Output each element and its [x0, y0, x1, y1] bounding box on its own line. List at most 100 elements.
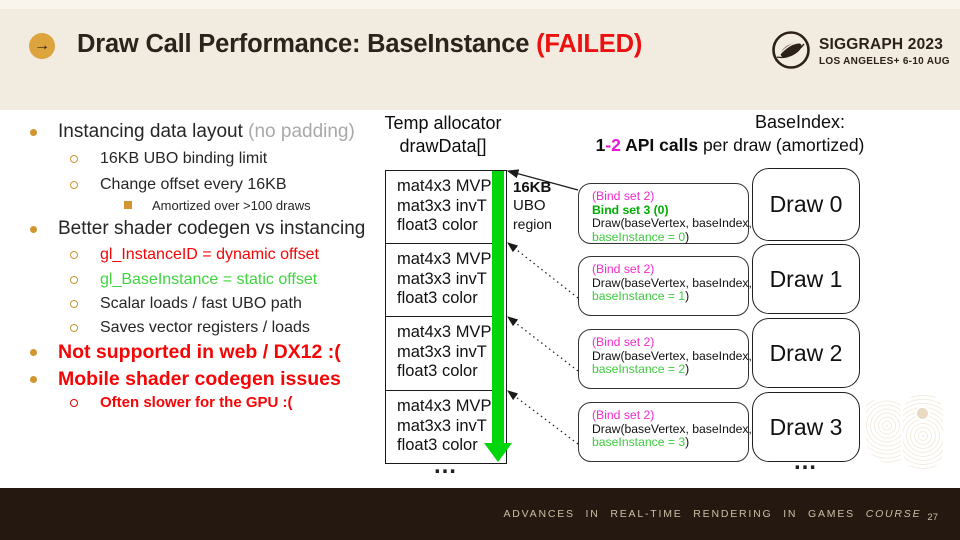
- row-line: float3 color: [397, 362, 478, 380]
- temp-allocator-heading: Temp allocator drawData[]: [368, 112, 518, 158]
- list-item-text: Saves vector registers / loads: [100, 319, 310, 336]
- siggraph-logo: SIGGRAPH 2023 LOS ANGELES+ 6-10 AUG: [771, 30, 950, 70]
- bind-set2-line: (Bind set 2): [592, 335, 655, 349]
- watermark-shape-left: [866, 400, 901, 464]
- draw-box-label: Draw 3: [769, 413, 843, 440]
- bullet-icon: [70, 181, 78, 189]
- row-line: mat3x3 invT: [397, 416, 487, 435]
- draw-box-label: Draw 2: [769, 339, 843, 366]
- bind-set2-line: (Bind set 2): [592, 262, 655, 276]
- row-line: mat3x3 invT: [397, 342, 487, 361]
- arrow-dotted-draw2: [507, 316, 579, 372]
- call-box-3: (Bind set 2) Draw(baseVertex, baseIndex,…: [578, 402, 752, 462]
- list-item-instancing-data-layout: Instancing data layout (no padding): [30, 121, 355, 143]
- draw-box-label: Draw 0: [769, 191, 843, 217]
- paren-close: ): [685, 229, 690, 244]
- list-item-gl-baseinstance: gl_BaseInstance = static offset: [70, 271, 317, 289]
- call-box-2: (Bind set 2) Draw(baseVertex, baseIndex,…: [578, 329, 752, 389]
- table-row: mat4x3 MVP mat3x3 invT float3 color: [386, 317, 492, 391]
- arrow-dotted-draw1: [507, 242, 579, 299]
- baseinstance-line: baseInstance = 3: [592, 435, 686, 450]
- anniversary-watermark: [866, 393, 944, 471]
- watermark-shape-right: [903, 393, 943, 471]
- bullet-icon: [30, 349, 37, 356]
- draw-call-line: Draw(baseVertex, baseIndex,: [592, 348, 752, 363]
- heading-line2: drawData[]: [399, 136, 487, 156]
- row-line: mat3x3 invT: [397, 196, 487, 215]
- draw-box-label: Draw 1: [769, 265, 843, 292]
- draw-box-3: Draw 3: [752, 392, 860, 462]
- page-number: 27: [927, 512, 938, 523]
- list-item-scalar-loads: Scalar loads / fast UBO path: [70, 295, 302, 313]
- title-failed: (FAILED): [529, 30, 643, 58]
- row-line: float3 color: [397, 216, 478, 234]
- header-top-strip: [0, 0, 960, 9]
- bullet-icon: [70, 276, 78, 284]
- list-item-text: Change offset every 16KB: [100, 176, 287, 193]
- draw-call-line: Draw(baseVertex, baseIndex,: [592, 216, 752, 231]
- row-line: mat3x3 invT: [397, 269, 487, 288]
- draw-call-line: Draw(baseVertex, baseIndex,: [592, 275, 752, 290]
- list-item-text: gl_InstanceID = dynamic offset: [100, 246, 319, 263]
- list-item-mobile-codegen: Mobile shader codegen issues: [30, 368, 341, 391]
- bullet-icon: [70, 251, 78, 259]
- row-line: mat4x3 MVP: [397, 177, 492, 195]
- call-box-1: (Bind set 2) Draw(baseVertex, baseIndex,…: [578, 256, 752, 316]
- list-item-change-offset: Change offset every 16KB: [70, 176, 287, 194]
- list-item-often-slower: Often slower for the GPU :(: [70, 394, 293, 411]
- watermark-swirl-icon: [915, 406, 930, 421]
- baseinstance-line: baseInstance = 2: [592, 362, 686, 377]
- list-item-text: Amortized over >100 draws: [152, 198, 311, 213]
- arrow-dotted-draw3: [507, 390, 579, 445]
- paren-close: ): [685, 289, 690, 304]
- ubo-region-arrowhead-icon: [484, 443, 512, 462]
- heading-api-calls: API calls: [620, 135, 699, 155]
- arrow-glyph: →: [34, 37, 50, 54]
- ubo-label-line: 16KB: [513, 179, 552, 196]
- baseinstance-line: baseInstance = 1: [592, 289, 686, 304]
- row-line: float3 color: [397, 436, 478, 454]
- list-item-text: gl_BaseInstance = static offset: [100, 271, 318, 288]
- row-line: mat4x3 MVP: [397, 250, 492, 268]
- list-item-16kb-ubo-limit: 16KB UBO binding limit: [70, 150, 267, 168]
- list-item-saves-registers: Saves vector registers / loads: [70, 319, 310, 337]
- table-row: mat4x3 MVP mat3x3 invT float3 color: [386, 244, 492, 317]
- list-item-text: 16KB UBO binding limit: [100, 150, 268, 167]
- draw-box-1: Draw 1: [752, 244, 860, 314]
- siggraph-logo-text: SIGGRAPH 2023 LOS ANGELES+ 6-10 AUG: [819, 30, 950, 70]
- bind-set3-line: Bind set 3 (0): [592, 202, 669, 217]
- baseindex-heading: BaseIndex:: [754, 112, 846, 132]
- ubo-region-bar: [492, 171, 504, 443]
- logo-line1: SIGGRAPH 2023: [819, 36, 944, 53]
- table-ellipsis: …: [433, 452, 459, 479]
- list-item-gl-instanceid: gl_InstanceID = dynamic offset: [70, 246, 319, 264]
- heading-minus-two: -2: [605, 135, 621, 155]
- bullet-icon: [70, 399, 78, 407]
- heading-one: 1: [595, 135, 606, 155]
- header-band: → Draw Call Performance: BaseInstance (F…: [0, 0, 960, 110]
- ubo-region-label: 16KB UBO region: [513, 179, 552, 233]
- ubo-label-line: UBO: [513, 197, 546, 214]
- ubo-label-line: region: [513, 216, 552, 232]
- bullet-icon: [30, 376, 37, 383]
- drawdata-table: mat4x3 MVP mat3x3 invT float3 color mat4…: [385, 170, 512, 464]
- api-calls-heading: 1-2 API calls per draw (amortized): [560, 135, 900, 156]
- paren-close: ): [685, 435, 690, 450]
- call-box-0: (Bind set 2) Bind set 3 (0) Draw(baseVer…: [578, 183, 752, 244]
- list-item-text: Instancing data layout: [58, 121, 249, 142]
- bullet-icon: [30, 226, 37, 233]
- bind-set2-line: (Bind set 2): [592, 408, 655, 422]
- list-item-not-supported: Not supported in web / DX12 :(: [30, 341, 341, 364]
- footer-bar: ADVANCES IN REAL-TIME RENDERING IN GAMES…: [0, 488, 960, 540]
- bullet-icon: [70, 300, 78, 308]
- list-item-text: Mobile shader codegen issues: [58, 368, 341, 390]
- row-line: mat4x3 MVP: [397, 323, 492, 341]
- footer-text: ADVANCES IN REAL-TIME RENDERING IN GAMES…: [503, 488, 938, 540]
- heading-rest: per draw (amortized): [698, 135, 865, 155]
- list-item-text: Scalar loads / fast UBO path: [100, 295, 302, 312]
- heading-line1: Temp allocator: [384, 113, 502, 133]
- table-row: mat4x3 MVP mat3x3 invT float3 color: [386, 171, 492, 244]
- draw-box-0: Draw 0: [752, 168, 860, 241]
- logo-line2: LOS ANGELES+ 6-10 AUG: [819, 56, 950, 67]
